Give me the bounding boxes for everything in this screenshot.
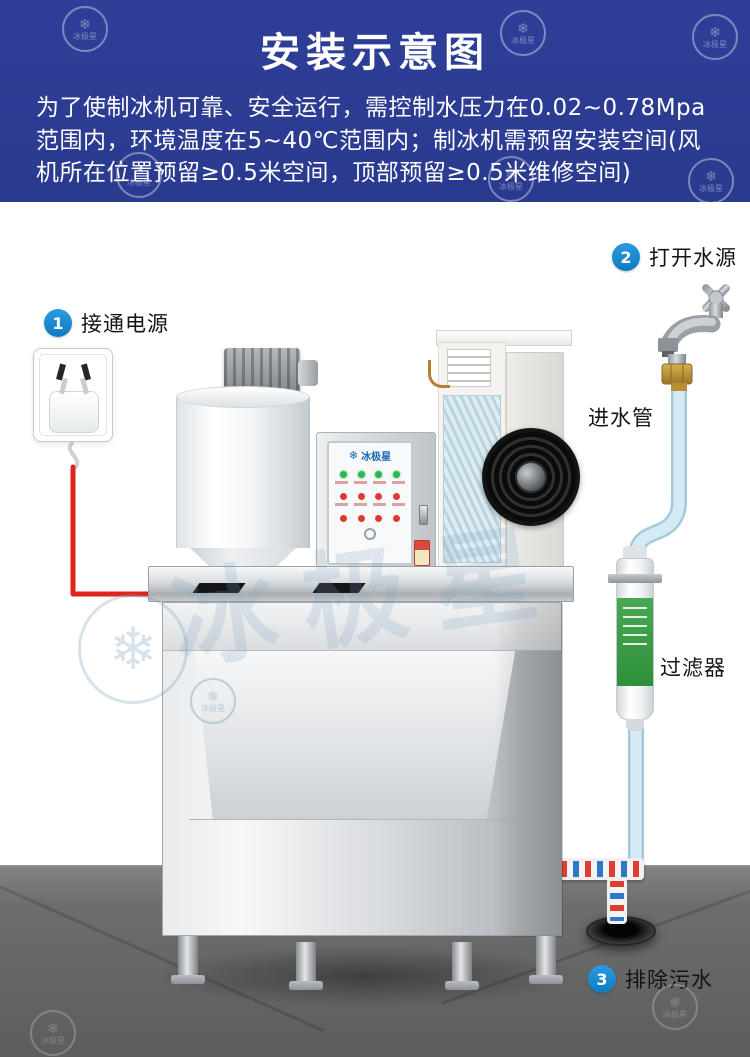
step-3-label: 排除污水 <box>625 968 713 992</box>
watermark-logo: ❄ 冰极星 <box>500 10 546 56</box>
step-1-badge: 1 <box>44 309 72 337</box>
inlet-pipe-label: 进水管 <box>588 406 654 430</box>
installation-scene: ❄ 冰极星 <box>0 202 750 1057</box>
filter-text-label: 过滤器 <box>660 656 726 680</box>
watermark-text: 冰极星 <box>703 39 727 49</box>
snowflake-icon: ❄ <box>517 20 529 37</box>
header: 安装示意图 为了使制冰机可靠、安全运行，需控制水压力在0.02~0.78Mpa范… <box>0 0 750 204</box>
watermark-logo: ❄ 冰极星 <box>488 156 534 202</box>
step-1: 1 接通电源 <box>44 308 169 338</box>
filter-clamp <box>608 574 662 583</box>
machine-shadow <box>140 944 590 1008</box>
watermark-logo: ❄ 冰极星 <box>688 158 734 204</box>
step-3: 3 排除污水 <box>588 964 713 994</box>
power-plug <box>49 377 99 433</box>
filter-tip <box>626 719 644 731</box>
step-2: 2 打开水源 <box>612 242 737 272</box>
faucet-stem <box>709 304 723 318</box>
snowflake-icon: ❄ <box>505 166 517 183</box>
snowflake-icon: ❄ <box>79 16 91 33</box>
outlet-faceplate <box>39 354 107 436</box>
watermark-text: 冰极星 <box>699 183 723 193</box>
filter-cap <box>623 546 647 560</box>
watermark-text: 冰极星 <box>499 181 523 191</box>
snowflake-icon: ❄ <box>709 24 721 41</box>
step-1-label: 接通电源 <box>81 312 169 336</box>
faucet-spout-tip <box>658 338 678 352</box>
step-3-badge: 3 <box>588 965 616 993</box>
faucet-handle-hub <box>708 290 724 306</box>
watermark-text: 冰极星 <box>127 177 151 187</box>
snowflake-icon: ❄ <box>705 168 717 185</box>
wall-outlet <box>33 348 113 442</box>
drain-pipe-vertical <box>607 878 627 924</box>
drain-pipe-horizontal <box>558 858 644 880</box>
filter-label <box>617 598 653 686</box>
watermark-text: 冰极星 <box>73 31 97 41</box>
page-title: 安装示意图 <box>260 30 490 76</box>
watermark-logo: ❄ 冰极星 <box>62 6 108 52</box>
watermark-logo: ❄ 冰极星 <box>692 14 738 60</box>
step-2-badge: 2 <box>612 243 640 271</box>
step-2-label: 打开水源 <box>649 246 737 270</box>
brass-fitting <box>661 363 693 385</box>
watermark-logo: ❄ 冰极星 <box>116 152 162 198</box>
snowflake-icon: ❄ <box>133 162 145 179</box>
piping-layer <box>67 284 730 868</box>
power-cable <box>67 440 155 597</box>
faucet <box>658 284 730 391</box>
filter-label-text-lines <box>623 607 647 651</box>
watermark-text: 冰极星 <box>511 35 535 45</box>
